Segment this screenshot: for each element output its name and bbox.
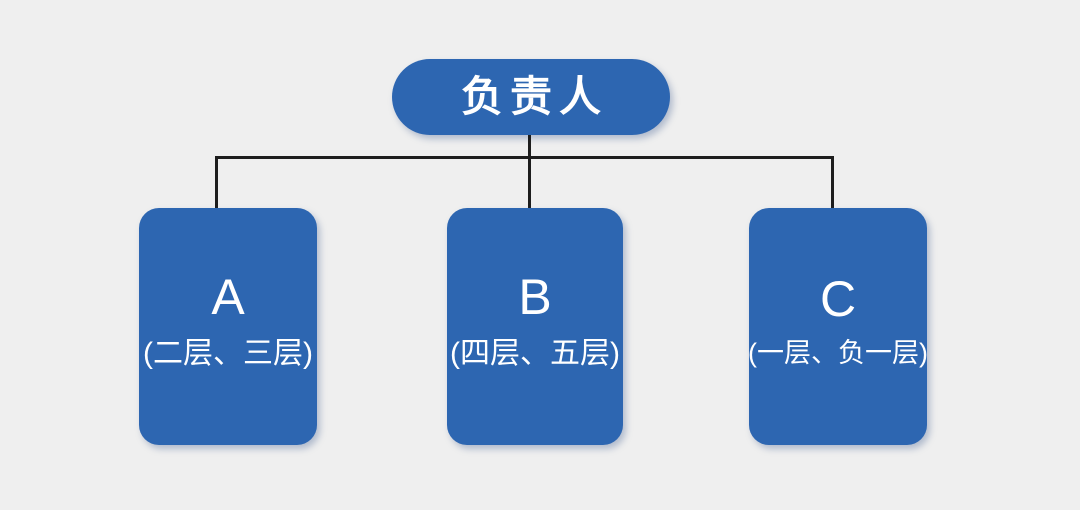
root-node-label: 负责人 [460,73,608,120]
node-b-label: B [518,268,552,325]
node-c-sublabel: (一层、负一层) [748,337,928,368]
connector-root-vertical [528,135,531,208]
root-node: 负责人 [392,59,670,135]
node-a-label: A [211,268,245,325]
connector-right-vertical [831,156,834,208]
node-b-sublabel: (四层、五层) [450,336,620,370]
node-a: A (二层、三层) [139,208,317,445]
node-a-sublabel: (二层、三层) [143,336,313,370]
node-c-label: C [819,270,857,327]
connector-horizontal-rail [215,156,834,159]
connector-left-vertical [215,156,218,208]
node-b: B (四层、五层) [447,208,623,445]
node-c: C (一层、负一层) [748,208,928,445]
